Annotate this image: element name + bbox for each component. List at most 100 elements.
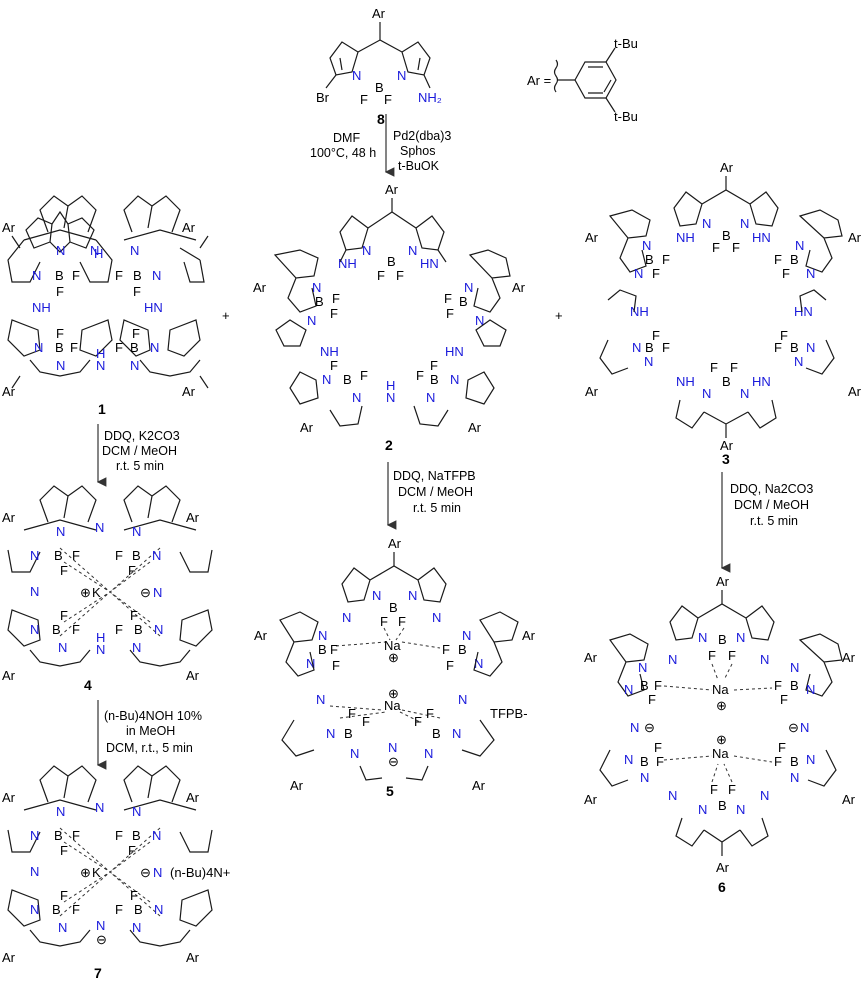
svg-text:N: N [58, 920, 67, 935]
svg-text:N: N [740, 386, 749, 401]
wavy-bond-icon [553, 59, 559, 93]
svg-text:F: F [70, 340, 78, 355]
svg-text:F: F [380, 614, 388, 629]
svg-text:F: F [56, 326, 64, 341]
svg-text:B: B [55, 268, 64, 283]
svg-text:N: N [408, 588, 417, 603]
svg-text:N: N [307, 313, 316, 328]
k-ion-7: K [92, 865, 101, 880]
tfpb-label: TFPB- [490, 706, 528, 721]
na-ion-4: Na [712, 746, 729, 761]
svg-text:N: N [306, 656, 315, 671]
compound-number-8: 8 [377, 111, 385, 127]
svg-text:F: F [774, 754, 782, 769]
svg-text:F: F [330, 358, 338, 373]
compound-number-6: 6 [718, 879, 726, 895]
svg-text:N: N [95, 800, 104, 815]
svg-text:N: N [130, 243, 139, 258]
cond-1-4-1: DCM / MeOH [102, 444, 177, 458]
svg-text:N: N [132, 920, 141, 935]
cond-8-2-right-1: Sphos [400, 144, 435, 158]
na-ion-2: Na [384, 698, 401, 713]
cond-2-5-0: DDQ, NaTFPB [393, 469, 476, 483]
svg-text:B: B [459, 294, 468, 309]
svg-text:B: B [432, 726, 441, 741]
svg-text:N: N [644, 354, 653, 369]
svg-text:HN: HN [794, 304, 813, 319]
svg-text:N: N [736, 630, 745, 645]
svg-text:N: N [806, 682, 815, 697]
svg-text:F: F [130, 608, 138, 623]
svg-text:F: F [115, 622, 123, 637]
svg-text:N: N [624, 752, 633, 767]
svg-text:N: N [474, 656, 483, 671]
svg-text:F: F [72, 828, 80, 843]
svg-text:F: F [652, 266, 660, 281]
svg-text:HN: HN [752, 230, 771, 245]
svg-text:Ar: Ar [842, 650, 856, 665]
compound-number-4: 4 [84, 677, 92, 693]
svg-text:⊕: ⊕ [388, 650, 399, 665]
minus-charge: ⊖ [140, 585, 151, 600]
svg-text:N: N [34, 340, 43, 355]
svg-text:N: N [702, 216, 711, 231]
svg-text:F: F [72, 548, 80, 563]
compound-number-1: 1 [98, 401, 106, 417]
svg-text:F: F [774, 252, 782, 267]
svg-text:N: N [388, 740, 397, 755]
svg-text:N: N [640, 770, 649, 785]
svg-text:N: N [153, 585, 162, 600]
compound-number-5: 5 [386, 783, 394, 799]
cond-1-4-0: DDQ, K2CO3 [104, 429, 180, 443]
svg-text:Ar: Ar [716, 574, 730, 589]
compound-1: Ar Ar Ar Ar N N H N N B F F F B N F NH H… [2, 195, 209, 417]
svg-text:Ar: Ar [522, 628, 536, 643]
svg-text:B: B [718, 798, 727, 813]
svg-text:Ar: Ar [388, 536, 402, 551]
svg-text:HN: HN [144, 300, 163, 315]
svg-text:B: B [458, 642, 467, 657]
svg-text:Ar: Ar [472, 778, 486, 793]
svg-text:N: N [795, 238, 804, 253]
svg-text:Ar: Ar [186, 790, 200, 805]
svg-text:F: F [348, 706, 356, 721]
svg-text:N: N [362, 243, 371, 258]
svg-text:F: F [360, 368, 368, 383]
svg-text:N: N [30, 902, 39, 917]
svg-text:N: N [32, 268, 41, 283]
svg-text:N: N [426, 390, 435, 405]
svg-text:NH: NH [32, 300, 51, 315]
svg-text:F: F [708, 648, 716, 663]
svg-text:N: N [30, 864, 39, 879]
compound-8: Ar N N B F F Br NH₂ 8 [316, 6, 442, 127]
compound-3: Ar N N B F F NH HN Ar Ar N B F F N N B F… [585, 160, 862, 467]
svg-text:Ar: Ar [2, 950, 16, 965]
svg-text:F: F [774, 678, 782, 693]
svg-text:B: B [315, 294, 324, 309]
k-ion: K [92, 585, 101, 600]
cond-3-6-1: DCM / MeOH [734, 498, 809, 512]
svg-text:N: N [432, 610, 441, 625]
svg-text:Ar: Ar [584, 792, 598, 807]
svg-text:F: F [332, 658, 340, 673]
svg-text:N: N [397, 68, 406, 83]
svg-text:Ar: Ar [254, 628, 268, 643]
svg-text:N: N [132, 524, 141, 539]
svg-text:F: F [60, 608, 68, 623]
svg-text:F: F [130, 888, 138, 903]
svg-text:N: N [30, 584, 39, 599]
nh2-label: NH₂ [418, 90, 442, 105]
svg-text:N: N [56, 804, 65, 819]
svg-text:N: N [352, 390, 361, 405]
svg-text:F: F [774, 340, 782, 355]
svg-text:B: B [790, 678, 799, 693]
cond-8-2-right-2: t-BuOK [398, 159, 440, 173]
svg-text:N: N [312, 280, 321, 295]
svg-text:N: N [56, 358, 65, 373]
svg-text:N: N [698, 630, 707, 645]
svg-text:F: F [426, 706, 434, 721]
svg-text:N: N [475, 313, 484, 328]
svg-text:H: H [96, 630, 105, 645]
svg-text:N: N [372, 588, 381, 603]
